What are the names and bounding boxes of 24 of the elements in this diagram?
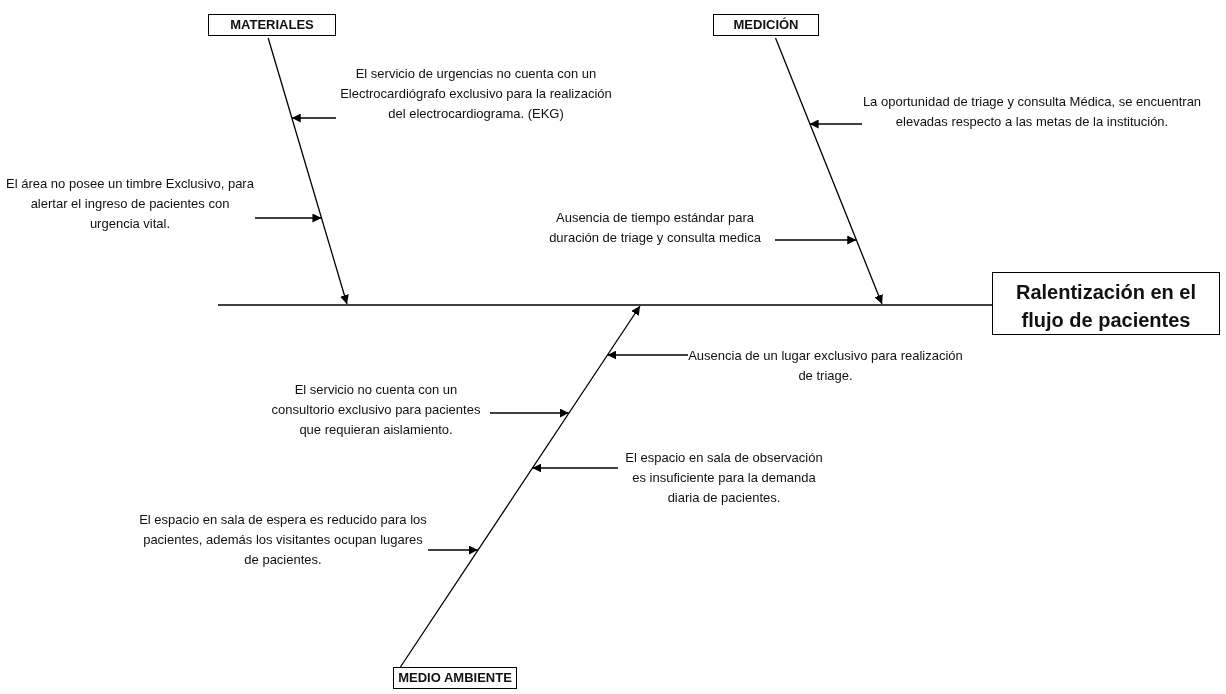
- arrow: [254, 213, 323, 223]
- category-box: MATERIALES: [208, 14, 336, 36]
- effect-box: Ralentización en el flujo de pacientes: [992, 272, 1220, 335]
- cause-text: Ausencia de tiempo estándar para duración de triage y consulta medica: [535, 208, 775, 248]
- bone-arrow: [267, 37, 349, 305]
- arrow: [808, 119, 863, 129]
- cause-text: Ausencia de un lugar exclusivo para realización de triage.: [688, 346, 963, 386]
- bone-arrow: [774, 37, 883, 305]
- cause-text: El espacio en sala de espera es reducido para los pacientes, además los visitantes ocupan lugares de pacientes.: [138, 510, 428, 570]
- category-box: MEDICIÓN: [713, 14, 819, 36]
- cause-text: La oportunidad de triage y consulta Médica, se encuentran elevadas respecto a las metas de la institución.: [862, 92, 1202, 132]
- cause-text: El espacio en sala de observación es insuficiente para la demanda diaria de pacientes.: [618, 448, 830, 508]
- arrow: [531, 463, 619, 473]
- arrow: [774, 235, 857, 245]
- arrow: [291, 113, 337, 123]
- arrow: [427, 545, 479, 555]
- cause-text: El servicio no cuenta con un consultorio exclusivo para pacientes que requieran aislamiento.: [262, 380, 490, 440]
- cause-text: El servicio de urgencias no cuenta con un Electrocardiógrafo exclusivo para la realización del electrocardiograma. (EKG): [336, 64, 616, 124]
- category-box: MEDIO AMBIENTE: [393, 667, 517, 689]
- arrow: [606, 350, 689, 360]
- cause-text: El área no posee un timbre Exclusivo, para alertar el ingreso de pacientes con urgencia vital.: [5, 174, 255, 234]
- bone-arrow: [399, 305, 641, 668]
- arrow: [489, 408, 570, 418]
- spine-line: [217, 304, 993, 306]
